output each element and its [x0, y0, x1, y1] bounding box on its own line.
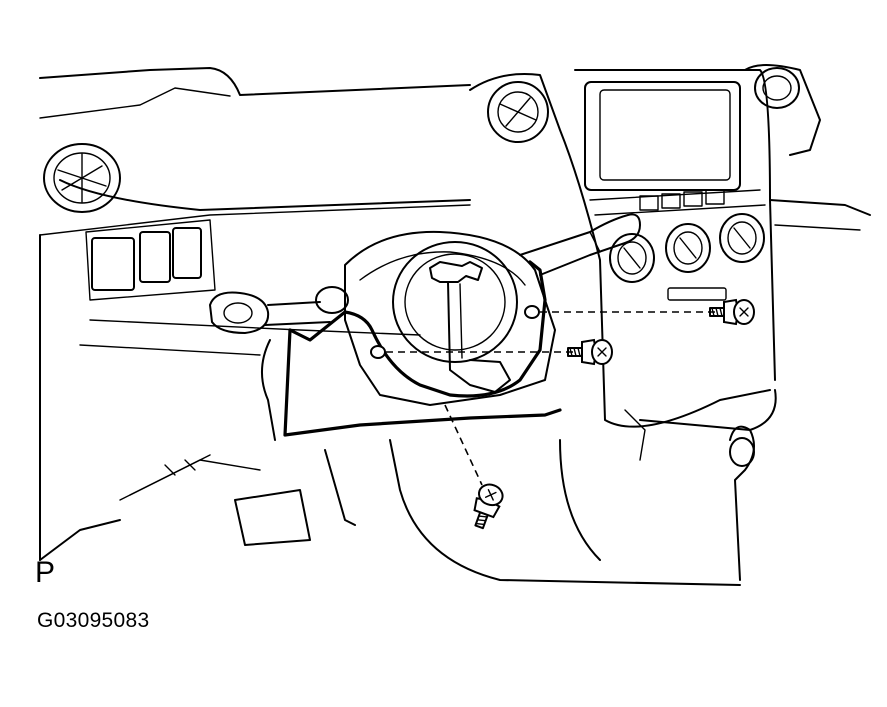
upper-screw-icon: [709, 298, 755, 326]
view-letter-label: P: [35, 556, 56, 589]
figure-code-label: G03095083: [37, 609, 150, 632]
wiper-switch-stalk: [519, 213, 641, 276]
dashboard-outline: [39, 67, 471, 561]
right-dash-edge: [624, 199, 871, 461]
left-air-vent: [43, 143, 121, 213]
switch-panel: [85, 219, 216, 301]
screw-leader-lines: [386, 311, 720, 486]
hvac-knobs: [609, 213, 765, 301]
lower-column-cover: [283, 260, 562, 437]
center-console: [469, 64, 821, 428]
middle-screw-icon: [567, 338, 613, 366]
lower-screw-icon: [473, 483, 504, 530]
upper-column-cover: [344, 230, 556, 406]
lower-dash-panel: [39, 339, 755, 586]
turn-signal-stalk: [209, 286, 349, 334]
screw-holes: [370, 305, 540, 359]
